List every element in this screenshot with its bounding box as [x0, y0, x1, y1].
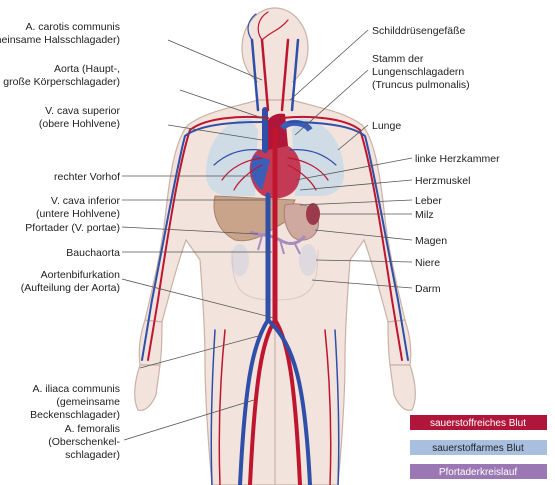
label-herzmuskel: Herzmuskel — [415, 175, 470, 187]
legend: sauerstoffreiches Blut sauerstoffarmes Bl… — [410, 415, 547, 479]
label-leber: Leber — [415, 195, 442, 207]
legend-label-oxy: sauerstoffreiches Blut — [430, 418, 526, 429]
label-aorta: Aorta (Haupt-,große Körperschlagader) — [3, 63, 120, 88]
legend-swatch-oxy — [410, 415, 547, 430]
label-pfortader: Pfortader (V. portae) — [25, 222, 120, 234]
label-vcs: V. cava superior(obere Hohlvene) — [39, 105, 121, 130]
legend-label-portal: Pfortaderkreislauf — [439, 467, 518, 478]
label-vorhof: rechter Vorhof — [54, 171, 120, 183]
legend-swatch-deoxy — [410, 440, 547, 455]
label-bauchaorta: Bauchaorta — [66, 247, 120, 259]
label-carotis: A. carotis communis(gemeinsame Halsschla… — [0, 21, 120, 46]
label-bifurkation: Aortenbifurkation(Aufteilung der Aorta) — [21, 269, 120, 294]
label-niere: Niere — [415, 257, 440, 269]
left-labels: A. carotis communis(gemeinsame Halsschla… — [0, 21, 121, 461]
label-lunge: Lunge — [372, 120, 401, 132]
leader-lines — [121, 29, 413, 441]
vessels — [141, 11, 409, 485]
label-herzkammer: linke Herzkammer — [415, 153, 500, 165]
legend-label-deoxy: sauerstoffarmes Blut — [432, 443, 524, 454]
label-magen: Magen — [415, 235, 447, 247]
legend-swatch-portal — [410, 464, 547, 479]
label-milz: Milz — [415, 209, 434, 221]
label-schilddruese: Schilddrüsengefäße — [372, 25, 466, 37]
label-vci: V. cava inferior(untere Hohlvene) — [36, 195, 121, 220]
label-femoralis: A. femoralis(Oberschenkel-schlagader) — [48, 423, 120, 461]
label-darm: Darm — [415, 283, 441, 295]
